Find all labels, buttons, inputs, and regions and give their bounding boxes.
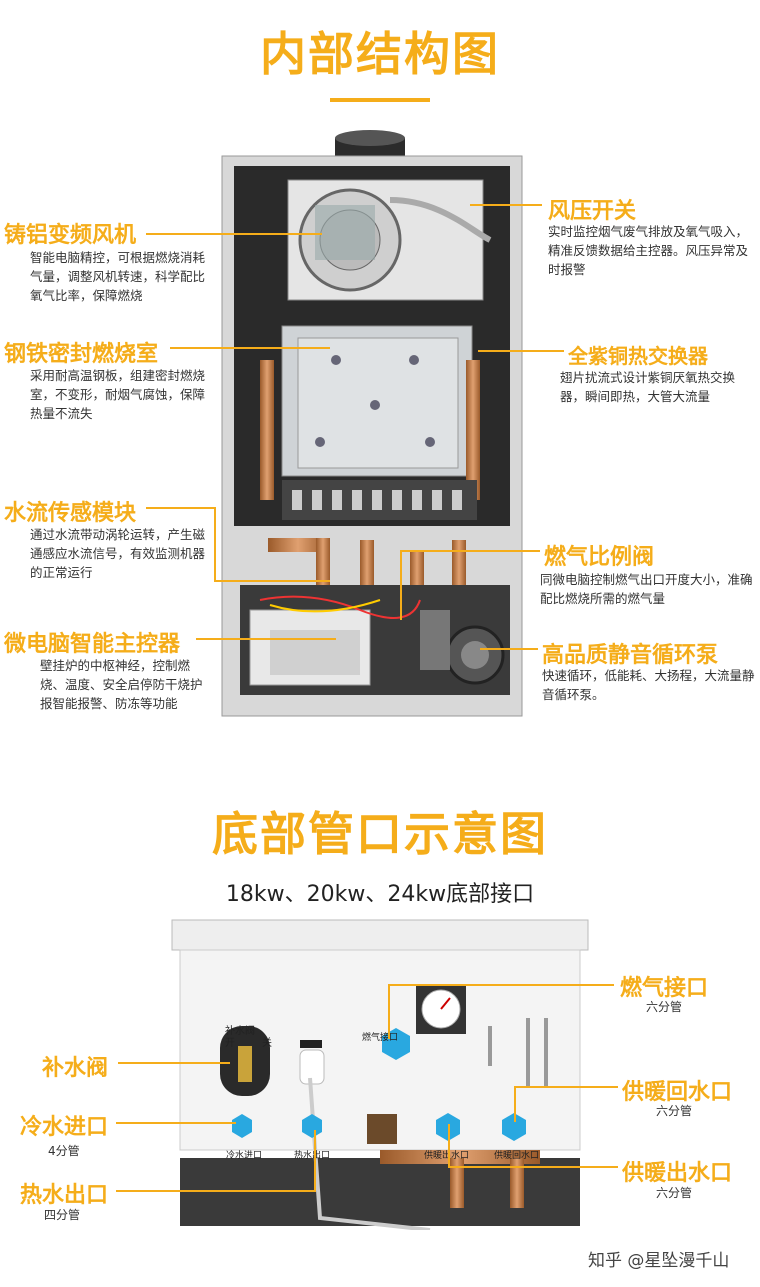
label-heat-out-sub: 六分管	[656, 1186, 693, 1200]
label-pump-heading: 高品质静音循环泵	[542, 643, 719, 668]
label-cold-in-sub: 4分管	[48, 1144, 80, 1158]
leader-line	[170, 347, 330, 349]
leader-line	[514, 1086, 516, 1122]
label-controller-desc: 壁挂炉的中枢神经，控制燃烧、温度、安全启停防干烧护报智能报警、防冻等功能	[40, 658, 203, 711]
leader-line	[116, 1122, 236, 1124]
device-cold-in-label: 冷水进口	[226, 1151, 263, 1161]
device-heat-return-label: 供暖回水口	[494, 1151, 540, 1161]
leader-line	[478, 350, 564, 352]
section1-title: 内部结构图	[260, 27, 500, 81]
label-gas-inlet-sub: 六分管	[646, 1000, 683, 1014]
leader-line	[388, 984, 390, 1039]
label-waterflow-heading: 水流传感模块	[4, 501, 137, 526]
label-exchanger-heading: 全紫铜热交换器	[568, 344, 708, 368]
leader-line	[480, 648, 538, 650]
label-exchanger-desc: 翅片扰流式设计紫铜厌氧热交换器，瞬间即热，大管大流量	[560, 370, 736, 404]
device-valve-open: 开	[225, 1038, 235, 1049]
leader-line	[388, 984, 614, 986]
label-airpressure-heading: 风压开关	[548, 199, 637, 224]
device-valve-label: 补水阀	[225, 1026, 255, 1037]
label-hot-out: 热水出口	[20, 1183, 109, 1208]
label-gasvalve-heading: 燃气比例阀	[544, 545, 655, 570]
section2-subtitle: 18kw、20kw、24kw底部接口	[225, 882, 535, 907]
label-fan-desc: 智能电脑精控，可根据燃烧消耗气量，调整风机转速，科学配比氧气比率，保障燃烧	[30, 250, 206, 303]
label-pump-desc: 快速循环，低能耗、大扬程，大流量静音循环泵。	[542, 668, 755, 702]
device-valve-close: 关	[262, 1038, 272, 1049]
label-airpressure-desc: 实时监控烟气废气排放及氧气吸入，精准反馈数据给主控器。风压异常及时报警	[548, 224, 749, 277]
device-hot-out-label: 热水出口	[294, 1151, 331, 1161]
label-cold-in: 冷水进口	[20, 1115, 109, 1140]
leader-line	[400, 550, 402, 620]
leader-line	[214, 507, 216, 581]
leader-line	[400, 550, 540, 552]
leader-line	[470, 204, 542, 206]
label-heat-out: 供暖出水口	[622, 1161, 733, 1186]
label-gas-inlet: 燃气接口	[620, 976, 709, 1001]
watermark: 知乎 @星坠漫千山	[588, 1251, 730, 1271]
leader-line	[448, 1166, 618, 1168]
leader-line	[196, 638, 336, 640]
leader-line	[146, 233, 322, 235]
label-chamber-desc: 采用耐高温钢板，组建密封燃烧室，不变形，耐烟气腐蚀，保障热量不流失	[30, 368, 206, 421]
leader-line	[116, 1190, 316, 1192]
leader-line	[146, 507, 216, 509]
label-fan-heading: 铸铝变频风机	[4, 223, 137, 248]
device-gas-label: 燃气接口	[362, 1033, 399, 1043]
label-heat-return: 供暖回水口	[622, 1080, 733, 1105]
device-heat-out-label: 供暖出水口	[424, 1151, 470, 1161]
label-chamber-heading: 钢铁密封燃烧室	[4, 342, 159, 367]
label-gasvalve-desc: 同微电脑控制燃气出口开度大小，准确配比燃烧所需的燃气量	[540, 572, 753, 606]
leader-line	[314, 1130, 316, 1192]
label-heat-return-sub: 六分管	[656, 1104, 693, 1118]
title-underline	[330, 98, 430, 102]
leader-line	[214, 580, 330, 582]
leader-line	[448, 1124, 450, 1168]
leader-line	[118, 1062, 230, 1064]
label-waterflow-desc: 通过水流带动涡轮运转，产生磁通感应水流信号，有效监测机器的正常运行	[30, 527, 206, 580]
boiler-bottom-image	[171, 919, 589, 1230]
label-refill-valve: 补水阀	[42, 1056, 109, 1081]
leader-line	[514, 1086, 618, 1088]
label-hot-out-sub: 四分管	[44, 1208, 81, 1222]
boiler-internal-image	[221, 130, 523, 717]
section2-title: 底部管口示意图	[212, 807, 548, 861]
label-controller-heading: 微电脑智能主控器	[4, 632, 181, 657]
